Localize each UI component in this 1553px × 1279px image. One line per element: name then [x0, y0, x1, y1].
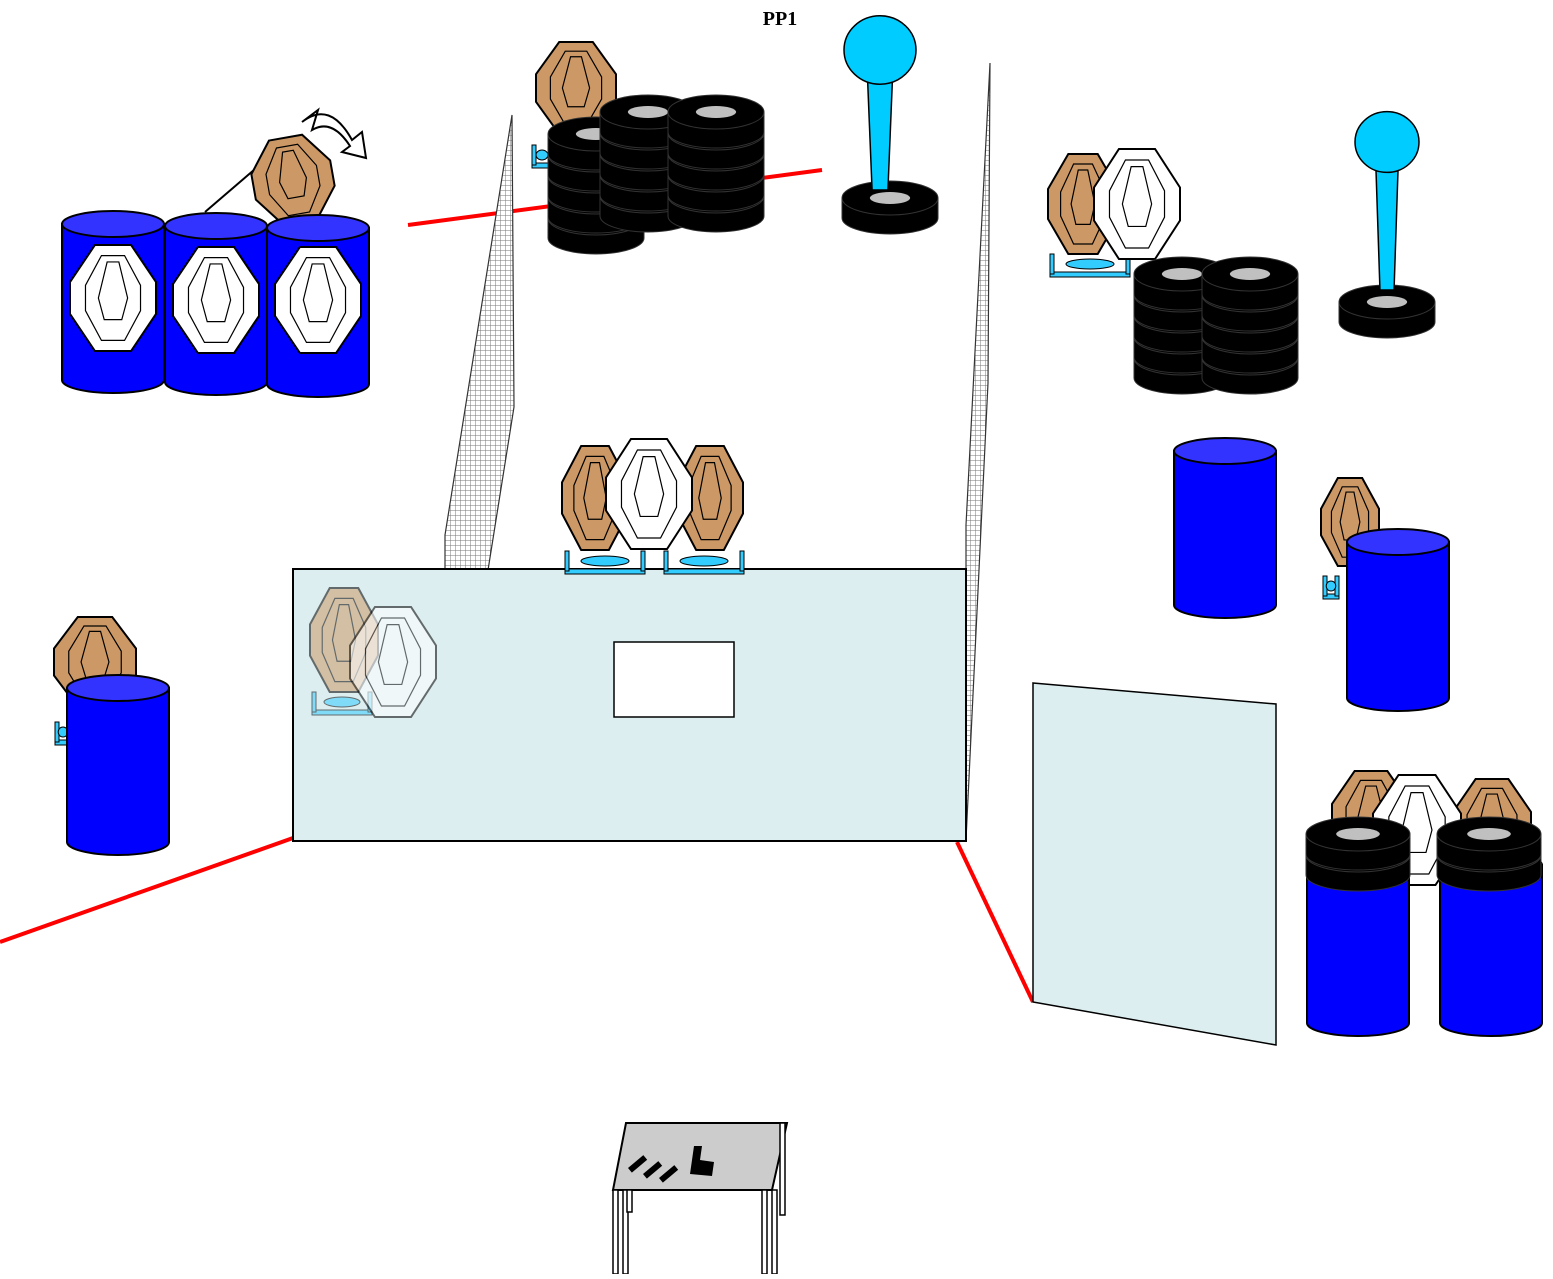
paper-target-icon [1093, 148, 1181, 260]
popper-icon [1354, 110, 1420, 291]
wall-port [613, 641, 735, 718]
target-stand-icon [1322, 575, 1340, 600]
stage-title: PP1 [762, 8, 798, 30]
paper-target-icon [274, 246, 362, 354]
tire-stack-icon [841, 180, 939, 235]
magazine-icon [627, 1155, 679, 1183]
start-table-icon [611, 1122, 789, 1275]
barrel-icon [1173, 437, 1277, 619]
target-stand-icon [1049, 253, 1131, 278]
tire-stack-icon [1305, 816, 1411, 892]
popper-icon [843, 15, 917, 191]
barrel-icon [66, 674, 170, 856]
barrel-icon [1346, 528, 1450, 712]
fault-line [0, 836, 294, 944]
target-stand-icon [663, 550, 745, 575]
tire-stack-icon [667, 94, 765, 233]
paper-target-icon [349, 606, 437, 718]
tire-stack-icon [1436, 816, 1542, 892]
paper-target-icon [69, 244, 157, 352]
tire-stack-icon [599, 94, 697, 233]
target-stand-icon [564, 550, 646, 575]
swinger-arrow-icon [301, 107, 368, 160]
paper-target-icon [172, 246, 260, 354]
paper-target-icon [605, 438, 693, 550]
mesh-wall-icon [965, 62, 991, 841]
fault-line [955, 841, 1035, 1003]
pistol-icon [690, 1146, 714, 1176]
tire-stack-icon [1338, 284, 1436, 339]
right-wall-panel [1032, 682, 1277, 1046]
tire-stack-icon [1201, 256, 1299, 395]
